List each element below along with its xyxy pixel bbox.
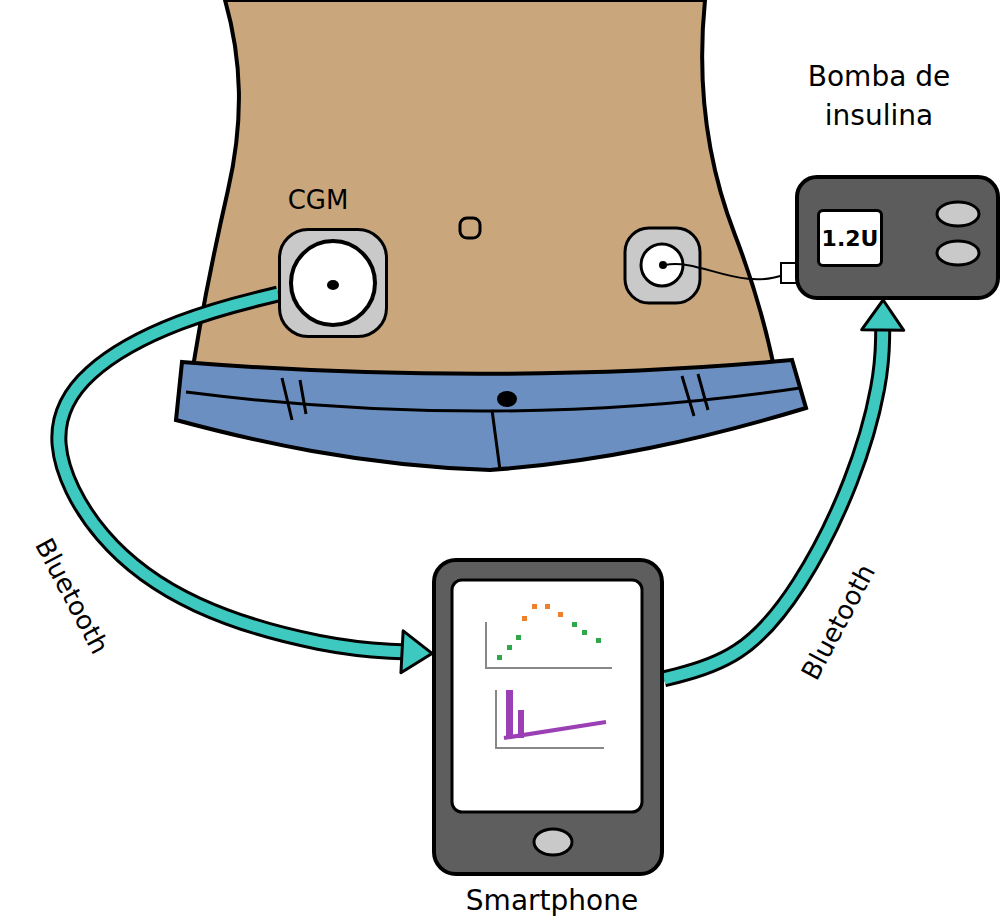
- arrow-outline: [59, 294, 402, 652]
- pump-button: [937, 202, 979, 226]
- sensor-dot: [327, 280, 339, 290]
- belt-loop: [282, 378, 306, 420]
- bluetooth-arrow: [664, 300, 904, 679]
- cgm-sensor: CGM: [278, 228, 388, 338]
- device-label: Bomba de insulina: [779, 57, 979, 135]
- insulin-chart-axis: [496, 690, 604, 748]
- arrow-head: [862, 300, 904, 330]
- jeans-button: [497, 391, 517, 407]
- insulin-bolus-bar: [506, 690, 513, 738]
- belt-loop: [682, 374, 708, 416]
- phone-screen: [452, 580, 642, 812]
- navel: [460, 218, 480, 238]
- connection-label: Bluetooth: [795, 559, 881, 685]
- glucose-dots-normal: [497, 622, 601, 660]
- insulin-pump: Bomba de insulina1.2U: [795, 175, 1000, 300]
- jeans: [176, 360, 806, 470]
- glucose-chart-axis: [486, 622, 612, 668]
- arrow-body: [59, 294, 402, 652]
- pump-button: [937, 241, 979, 265]
- sensor-disc: [291, 241, 375, 325]
- sensor-label: CGM: [273, 185, 363, 215]
- smartphone-device: Smartphone: [432, 558, 664, 876]
- insulin-basal-line: [504, 722, 606, 738]
- insulin-bolus-bar: [518, 710, 524, 738]
- glucose-dots-high: [522, 604, 563, 621]
- bluetooth-arrow: [59, 294, 432, 673]
- device-label: Smartphone: [416, 884, 688, 917]
- home-button: [534, 829, 572, 855]
- connection-label: Bluetooth: [29, 533, 115, 659]
- dose-display: 1.2U: [817, 209, 883, 267]
- insulin-tube: [665, 264, 786, 279]
- arrow-head: [401, 631, 432, 673]
- torso: [188, 0, 780, 400]
- fly-seam: [492, 410, 500, 470]
